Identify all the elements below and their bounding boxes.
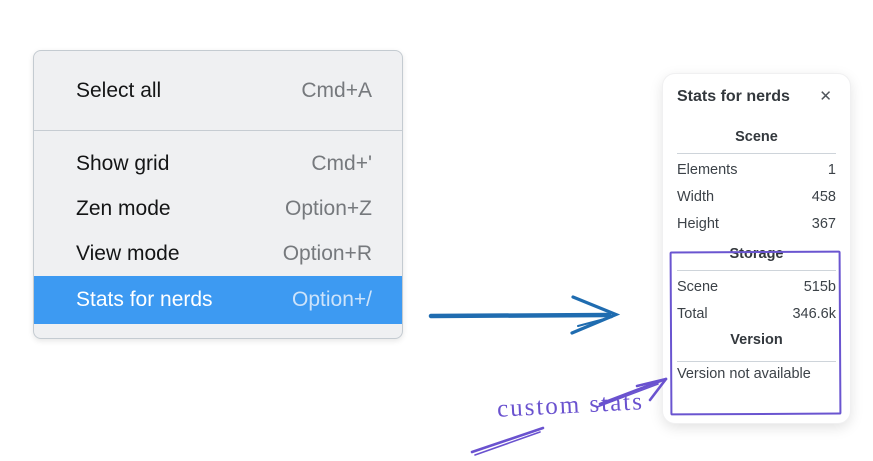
stat-value: 1	[827, 162, 836, 178]
stat-row-width: Width 458	[677, 184, 836, 211]
custom-stats-annotation: custom stats	[496, 388, 645, 423]
divider	[677, 153, 836, 154]
menu-divider	[34, 130, 402, 131]
menu-item-label: View mode	[76, 241, 180, 265]
menu-item-shortcut: Option+Z	[285, 196, 372, 220]
stat-label: Height	[677, 216, 719, 232]
menu-item-label: Select all	[76, 78, 162, 102]
menu-item-zen-mode[interactable]: Zen mode Option+Z	[34, 186, 402, 231]
blue-arrow	[428, 295, 621, 335]
stat-value: 367	[811, 216, 836, 232]
menu-item-label: Show grid	[76, 151, 170, 175]
stats-panel-title: Stats for nerds	[677, 87, 790, 105]
section-heading-version: Version	[730, 332, 783, 348]
stat-value: 515b	[803, 279, 836, 295]
divider	[677, 361, 836, 362]
context-menu: Select all Cmd+A Show grid Cmd+' Zen mod…	[33, 50, 403, 339]
menu-item-shortcut: Option+/	[292, 288, 372, 311]
menu-item-label: Zen mode	[76, 196, 171, 220]
close-icon[interactable]: ✕	[819, 88, 832, 105]
section-heading-storage: Storage	[729, 246, 784, 262]
menu-item-show-grid[interactable]: Show grid Cmd+'	[34, 141, 402, 186]
stat-label: Total	[677, 306, 708, 322]
menu-section-main: Show grid Cmd+' Zen mode Option+Z View m…	[34, 131, 402, 338]
version-note: Version not available	[677, 366, 811, 382]
menu-item-shortcut: Option+R	[282, 241, 372, 265]
menu-item-stats-for-nerds[interactable]: Stats for nerds Option+/	[34, 276, 402, 324]
stat-row-elements: Elements 1	[677, 157, 836, 184]
stat-label: Elements	[677, 162, 738, 178]
stat-row-scene-storage: Scene 515b	[677, 274, 836, 301]
menu-item-label: Stats for nerds	[76, 288, 213, 311]
stats-panel-header: Stats for nerds ✕	[677, 87, 836, 106]
menu-item-select-all[interactable]: Select all Cmd+A	[34, 68, 402, 113]
stat-value: 458	[811, 189, 836, 205]
stat-row-height: Height 367	[677, 211, 836, 238]
stat-value: 346.6k	[792, 306, 836, 322]
menu-item-shortcut: Cmd+A	[301, 78, 372, 102]
stats-panel: Stats for nerds ✕ Scene Elements 1 Width…	[663, 74, 850, 423]
divider	[677, 270, 836, 271]
stat-row-total-storage: Total 346.6k	[677, 301, 836, 328]
stat-label: Width	[677, 189, 715, 205]
menu-section-top: Select all Cmd+A	[34, 51, 402, 130]
menu-item-shortcut: Cmd+'	[311, 151, 372, 175]
menu-item-view-mode[interactable]: View mode Option+R	[34, 231, 402, 276]
section-heading-scene: Scene	[735, 129, 778, 145]
stat-label: Scene	[677, 279, 719, 295]
